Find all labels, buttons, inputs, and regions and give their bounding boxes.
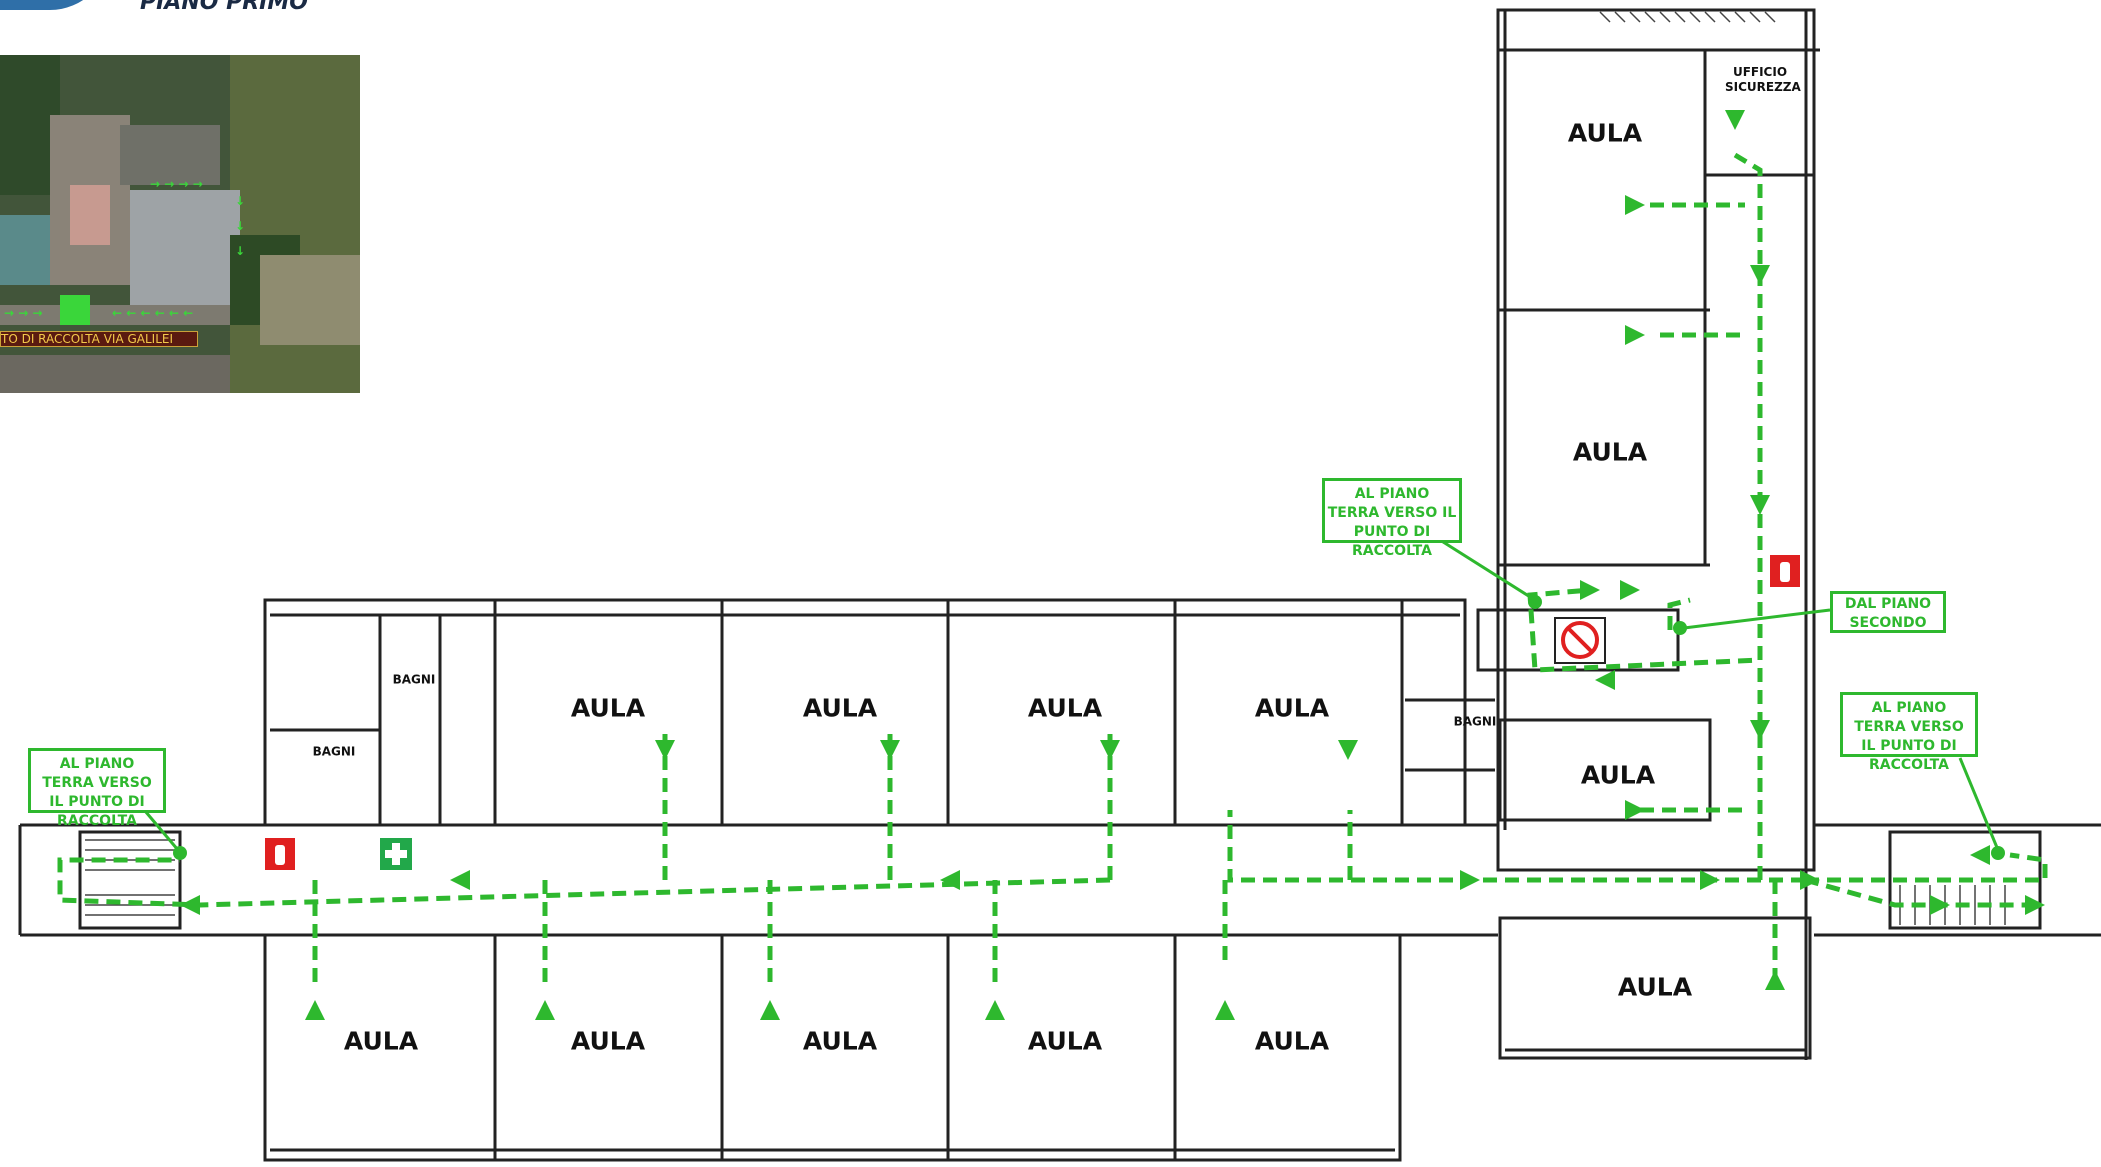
svg-text:↓: ↓ [235, 219, 245, 233]
exit-arrow-icon [1460, 870, 1480, 890]
room-label-aula: AULA [802, 693, 878, 723]
room-label-aula: AULA [1254, 1026, 1330, 1056]
svg-text:→ → → →: → → → → [150, 177, 203, 191]
svg-text:← ← ← ← ← ←: ← ← ← ← ← ← [112, 306, 193, 320]
exit-arrow-icon [1970, 845, 1990, 865]
exit-arrow-icon [1700, 870, 1720, 890]
first-aid-icon [380, 838, 412, 870]
room-label-bagni: BAGNI [392, 672, 436, 687]
aerial-photo-drawing: → → → → ↓ ↓ ↓ → → → ← ← ← ← ← ← [0, 55, 360, 393]
exit-arrow-icon [1338, 740, 1358, 760]
room-label-aula: AULA [1027, 693, 1103, 723]
svg-text:↓: ↓ [235, 194, 245, 208]
room-label-aula: AULA [1254, 693, 1330, 723]
exit-arrows [173, 110, 2045, 1020]
exit-arrow-icon [1100, 740, 1120, 760]
exit-arrow-icon [940, 870, 960, 890]
exit-arrow-icon [1625, 195, 1645, 215]
exit-arrow-icon [1750, 265, 1770, 285]
callout-left-exit: AL PIANO TERRA VERSO IL PUNTO DI RACCOLT… [28, 748, 166, 829]
room-label-aula: AULA [802, 1026, 878, 1056]
room-label-aula: AULA [1027, 1026, 1103, 1056]
no-elevator-icon [1554, 617, 1606, 664]
exit-arrow-icon [985, 1000, 1005, 1020]
room-label-ufficio-sicurezza: UFFICIO SICUREZZA [1725, 65, 1801, 94]
exit-arrow-icon [880, 740, 900, 760]
room-label-aula: AULA [1580, 760, 1656, 790]
page-title: PIANO PRIMO [140, 0, 308, 15]
evacuation-routes [57, 152, 2048, 990]
exit-arrow-icon [1215, 1000, 1235, 1020]
exit-arrow-icon [655, 740, 675, 760]
exit-arrow-icon [1620, 580, 1640, 600]
room-label-aula: AULA [343, 1026, 419, 1056]
exit-arrow-icon [1800, 870, 1820, 890]
logo-arc [0, 0, 110, 10]
fire-extinguisher-icon [265, 838, 295, 870]
callout-right-exit: AL PIANO TERRA VERSO IL PUNTO DI RACCOLT… [1840, 692, 1978, 773]
exit-arrow-icon [1625, 800, 1645, 820]
room-label-aula: AULA [1567, 118, 1643, 148]
callout-stairs-from-second-floor: DAL PIANO SECONDO [1830, 591, 1946, 633]
stair-treads [85, 11, 2006, 925]
exit-arrow-icon [1725, 110, 1745, 130]
room-label-aula: AULA [570, 693, 646, 723]
room-label-aula: AULA [1617, 972, 1693, 1002]
exit-arrow-icon [180, 895, 200, 915]
exit-arrow-icon [760, 1000, 780, 1020]
callout-center-exit: AL PIANO TERRA VERSO IL PUNTO DI RACCOLT… [1322, 478, 1462, 559]
room-label-aula: AULA [570, 1026, 646, 1056]
room-label-aula: AULA [1572, 437, 1648, 467]
exit-arrow-icon [1580, 580, 1600, 600]
svg-text:↓: ↓ [235, 244, 245, 258]
exit-arrow-icon [1595, 670, 1615, 690]
exit-arrow-icon [305, 1000, 325, 1020]
exit-arrow-icon [1750, 720, 1770, 740]
room-label-bagni: BAGNI [312, 744, 356, 759]
svg-text:→ → →: → → → [4, 306, 43, 320]
aerial-photo: → → → → ↓ ↓ ↓ → → → ← ← ← ← ← ← TO DI RACC… [0, 55, 360, 393]
exit-arrow-icon [1750, 495, 1770, 515]
exit-arrow-icon [1930, 895, 1950, 915]
assembly-point-caption: TO DI RACCOLTA VIA GALILEI [0, 331, 198, 347]
exit-arrow-icon [1625, 325, 1645, 345]
exit-arrow-icon [2025, 895, 2045, 915]
exit-arrow-icon [450, 870, 470, 890]
room-label-bagni: BAGNI [1453, 714, 1497, 729]
fire-extinguisher-icon [1770, 555, 1800, 587]
walls [18, 8, 2101, 1162]
exit-arrow-icon [1765, 970, 1785, 990]
exit-arrow-icon [535, 1000, 555, 1020]
